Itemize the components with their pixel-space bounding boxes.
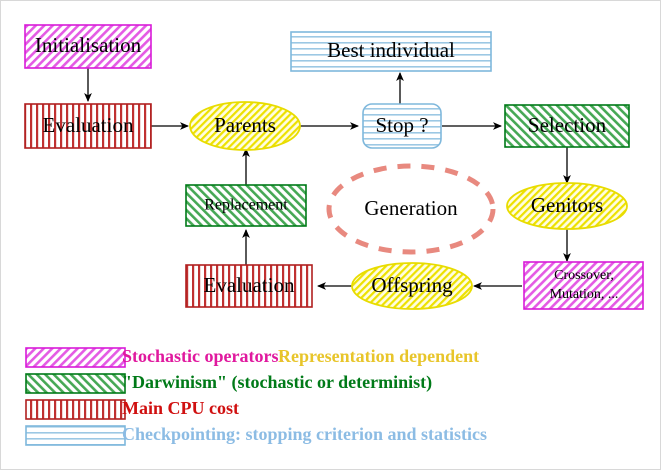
- node-initialisation[interactable]: Initialisation: [24, 24, 152, 69]
- evaluation-top-label: Evaluation: [43, 113, 134, 137]
- genitors-label: Genitors: [531, 193, 603, 217]
- node-offspring[interactable]: Offspring: [351, 262, 473, 310]
- stop-label: Stop ?: [375, 113, 428, 137]
- evaluation-top-box[interactable]: [24, 103, 152, 149]
- replacement-label: Replacement: [204, 197, 288, 214]
- legend-label-representation: Representation dependent: [278, 346, 479, 366]
- node-best-individual[interactable]: Best individual: [290, 31, 492, 72]
- node-selection[interactable]: Selection: [504, 104, 630, 148]
- generation-dashed-ellipse: [326, 163, 496, 255]
- node-replacement[interactable]: Replacement: [185, 184, 307, 227]
- legend-label-stochastic: Stochastic operators:: [122, 346, 284, 366]
- parents-ellipse[interactable]: [189, 101, 301, 151]
- legend-label-cpu-cost: Main CPU cost: [122, 398, 239, 418]
- legend-label-checkpointing: Checkpointing: stopping criterion and st…: [122, 424, 487, 444]
- crossover-box[interactable]: [523, 261, 644, 310]
- selection-box[interactable]: [504, 104, 630, 148]
- evaluation-bottom-label: Evaluation: [204, 273, 295, 297]
- legend: Stochastic operators: Representation dep…: [25, 346, 487, 446]
- best-individual-box[interactable]: [290, 31, 492, 72]
- red-vertical-hatch-icon: [25, 399, 126, 420]
- node-evaluation-bottom[interactable]: Evaluation: [185, 264, 313, 308]
- offspring-label: Offspring: [371, 273, 453, 297]
- magenta-diagonal-hatch-icon: [25, 347, 126, 368]
- green-diagonal-hatch-icon: [25, 373, 126, 394]
- blue-horizontal-hatch-icon: [25, 425, 126, 446]
- parents-label: Parents: [214, 113, 276, 137]
- crossover-label-line2: Mutation, ...: [550, 287, 619, 302]
- node-genitors[interactable]: Genitors: [506, 182, 628, 230]
- best-individual-label: Best individual: [327, 38, 455, 62]
- stop-box[interactable]: [362, 103, 442, 149]
- edges-group: [84, 68, 571, 290]
- selection-label: Selection: [528, 113, 607, 137]
- offspring-ellipse[interactable]: [351, 262, 473, 310]
- node-crossover-mutation[interactable]: Crossover, Mutation, ...: [523, 261, 644, 310]
- node-parents[interactable]: Parents: [189, 101, 301, 151]
- generation-label: Generation: [364, 196, 458, 220]
- initialisation-box[interactable]: [24, 24, 152, 69]
- legend-item-checkpointing: Checkpointing: stopping criterion and st…: [25, 424, 487, 446]
- node-evaluation-top[interactable]: Evaluation: [24, 103, 152, 149]
- evaluation-bottom-box[interactable]: [185, 264, 313, 308]
- initialisation-label: Initialisation: [35, 33, 142, 57]
- node-generation-annotation: Generation: [326, 163, 496, 255]
- legend-item-stochastic: Stochastic operators: Representation dep…: [25, 346, 479, 368]
- node-stop[interactable]: Stop ?: [362, 103, 442, 149]
- legend-label-darwinism: "Darwinism" (stochastic or determinist): [122, 372, 432, 393]
- legend-item-cpu-cost: Main CPU cost: [25, 398, 239, 420]
- genitors-ellipse[interactable]: [506, 182, 628, 230]
- replacement-box[interactable]: [185, 184, 307, 227]
- legend-item-darwinism: "Darwinism" (stochastic or determinist): [25, 372, 432, 394]
- crossover-label-line1: Crossover,: [554, 268, 614, 283]
